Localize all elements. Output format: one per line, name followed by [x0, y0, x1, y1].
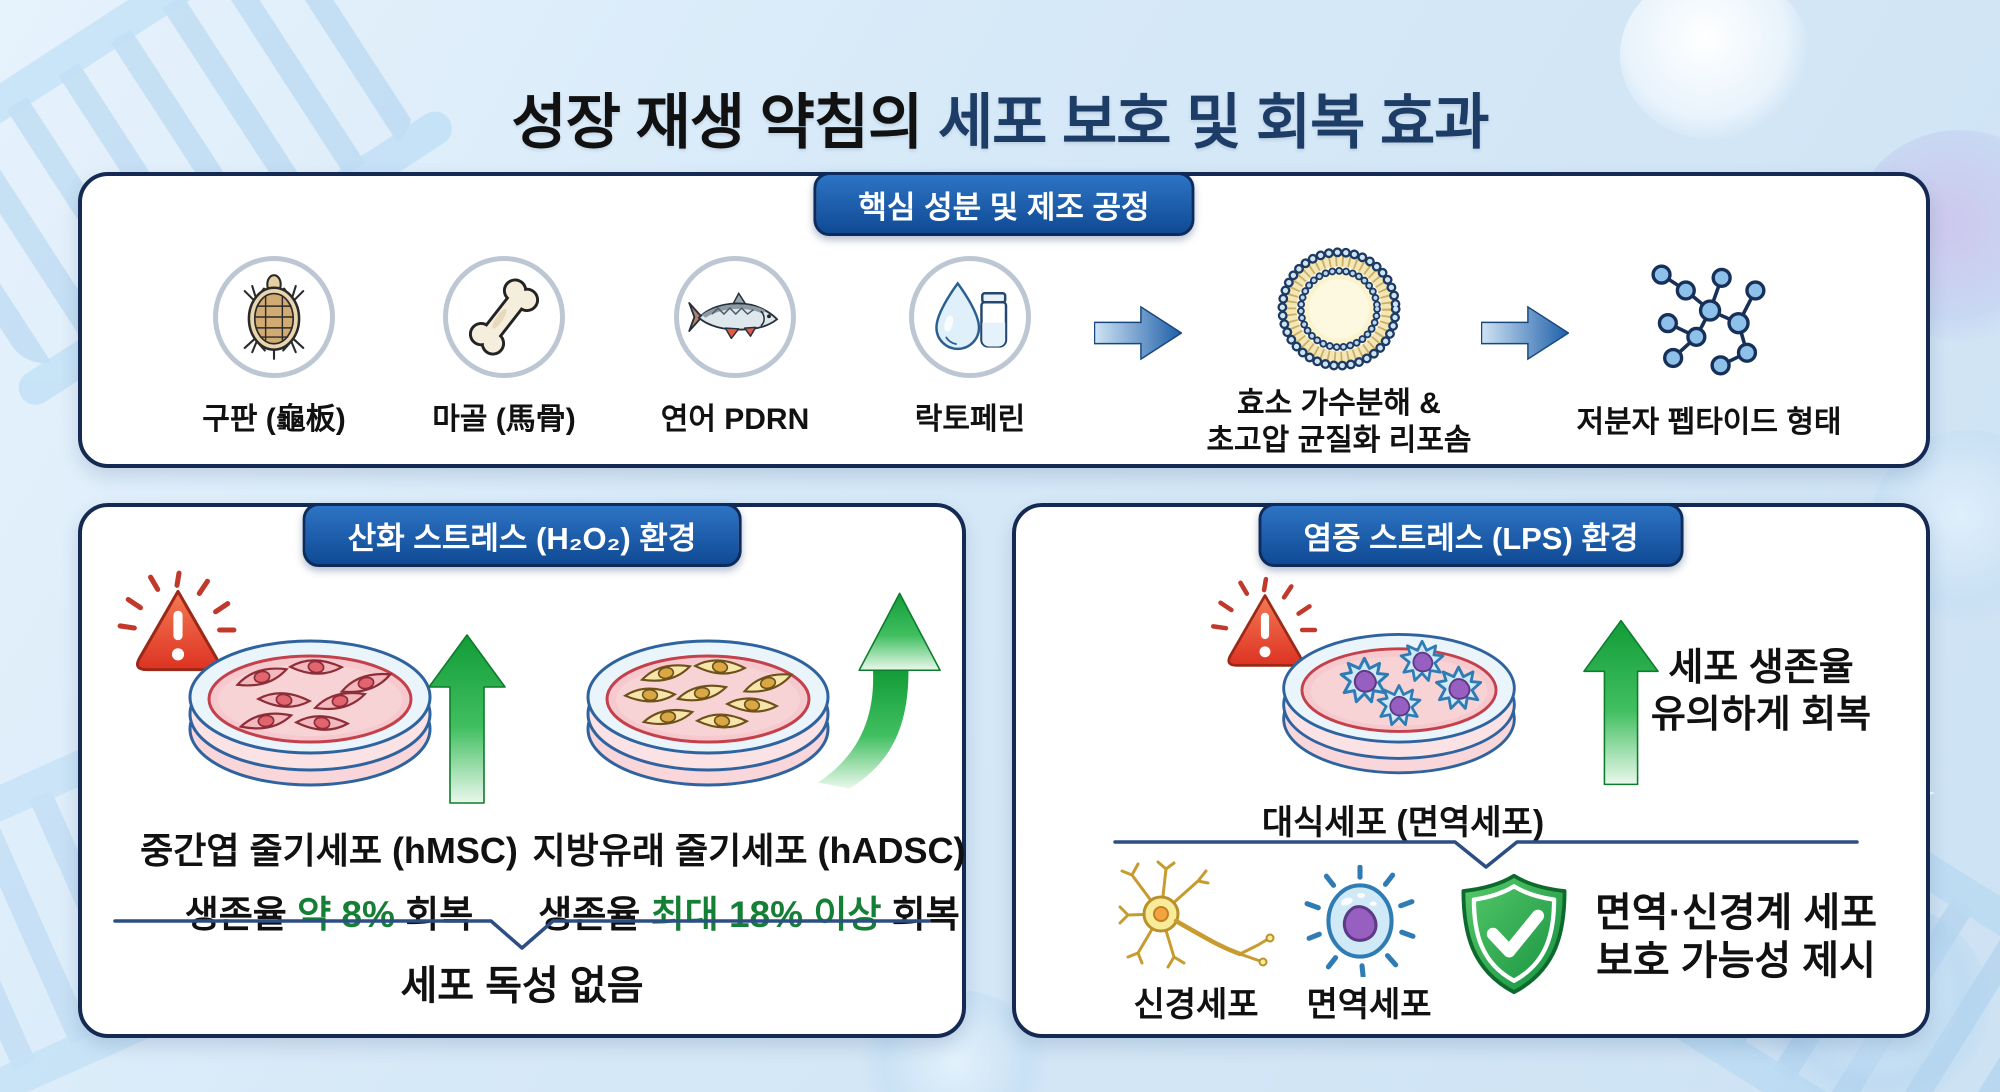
petri-dish-macrophage-icon	[1282, 632, 1516, 775]
ingredient-gupan: 구판 (龜板)	[174, 256, 374, 438]
liposome-label-line1: 효소 가수분해 &	[1237, 387, 1441, 420]
macrophage-label: 대식세포 (면역세포)	[1261, 804, 1545, 842]
hadsc-result: 지방유래 줄기세포 (hADSC) 생존율 최대 18% 이상 회복	[519, 822, 979, 938]
process-arrow-icon	[1481, 305, 1569, 361]
salmon-icon	[674, 256, 796, 378]
liposome-step: 효소 가수분해 & 초고압 균질화 리포솜	[1179, 242, 1499, 459]
hadsc-result-suffix: 회복	[881, 894, 960, 935]
turtle-icon	[213, 256, 335, 378]
peptide-label: 저분자 펩타이드 형태	[1576, 406, 1842, 439]
lactoferrin-icon	[909, 256, 1031, 378]
hmsc-result-highlight: 약 8%	[297, 894, 395, 935]
process-arrow-icon	[1094, 305, 1182, 361]
cell-decoration	[1620, 0, 1810, 140]
up-arrow-icon	[428, 634, 506, 804]
hadsc-result-prefix: 생존율	[538, 894, 651, 935]
bone-icon	[443, 256, 565, 378]
petri-dish-hadsc-icon	[586, 639, 830, 787]
conclusion-line1: 면역·신경계 세포	[1594, 891, 1878, 935]
conclusion-line2: 보호 가능성 제시	[1596, 939, 1876, 983]
recovery-line1: 세포 생존율	[1668, 647, 1854, 689]
oxidative-panel-badge: 산화 스트레스 (H₂O₂) 환경	[302, 503, 742, 567]
hmsc-result-text: 생존율 약 8% 회복	[99, 884, 559, 938]
immune-cell-icon	[1304, 865, 1416, 977]
ingredient-lactoferrin: 락토페린	[870, 256, 1070, 438]
ingredient-label: 락토페린	[914, 403, 1026, 436]
toxicity-note: 세포 독성 없음	[400, 964, 644, 1008]
liposome-label-line2: 초고압 균질화 리포솜	[1206, 424, 1472, 457]
bracket-divider	[113, 919, 931, 950]
peptide-molecule-icon	[1651, 264, 1766, 376]
shield-check-icon	[1461, 873, 1567, 995]
curved-up-arrow-icon	[817, 592, 941, 789]
page-title: 성장 재생 약침의 세포 보호 및 회복 효과	[0, 74, 2000, 161]
hmsc-result: 중간엽 줄기세포 (hMSC) 생존율 약 8% 회복	[99, 822, 559, 938]
liposome-icon	[1277, 247, 1401, 371]
ingredient-label: 구판 (龜板)	[202, 403, 346, 436]
hmsc-result-suffix: 회복	[394, 894, 474, 935]
ingredient-salmon-pdrn: 연어 PDRN	[635, 256, 835, 438]
hadsc-name: 지방유래 줄기세포 (hADSC)	[532, 830, 966, 871]
inflammation-panel-badge: 염증 스트레스 (LPS) 환경	[1258, 503, 1684, 567]
title-black: 성장 재생 약침의	[511, 89, 938, 157]
petri-dish-hmsc-icon	[188, 639, 432, 787]
bracket-divider	[1113, 840, 1859, 869]
neuron-label: 신경세포	[1133, 986, 1259, 1024]
hmsc-result-prefix: 생존율	[184, 894, 298, 935]
liposome-label: 효소 가수분해 & 초고압 균질화 리포솜	[1179, 385, 1499, 459]
process-panel: 핵심 성분 및 제조 공정 구판 (龜板	[78, 172, 1930, 468]
peptide-step: 저분자 펩타이드 형태	[1539, 262, 1879, 441]
up-arrow-icon	[1583, 619, 1659, 786]
recovery-line2: 유의하게 회복	[1650, 694, 1872, 736]
hmsc-name: 중간엽 줄기세포 (hMSC)	[140, 830, 518, 871]
ingredient-magol: 마골 (馬骨)	[404, 256, 604, 438]
process-panel-badge: 핵심 성분 및 제조 공정	[813, 172, 1195, 236]
immune-cell-label: 면역세포	[1306, 986, 1432, 1024]
neuron-icon	[1118, 860, 1275, 969]
oxidative-stress-panel: 산화 스트레스 (H₂O₂) 환경	[78, 503, 966, 1038]
inflammation-stress-panel: 염증 스트레스 (LPS) 환경	[1012, 503, 1930, 1038]
title-blue: 세포 보호 및 회복 효과	[937, 89, 1489, 157]
ingredient-label: 연어 PDRN	[660, 403, 810, 436]
hadsc-result-text: 생존율 최대 18% 이상 회복	[519, 884, 979, 938]
warning-icon	[1210, 576, 1318, 667]
ingredient-label: 마골 (馬骨)	[432, 403, 576, 436]
hadsc-result-highlight: 최대 18% 이상	[650, 894, 882, 935]
